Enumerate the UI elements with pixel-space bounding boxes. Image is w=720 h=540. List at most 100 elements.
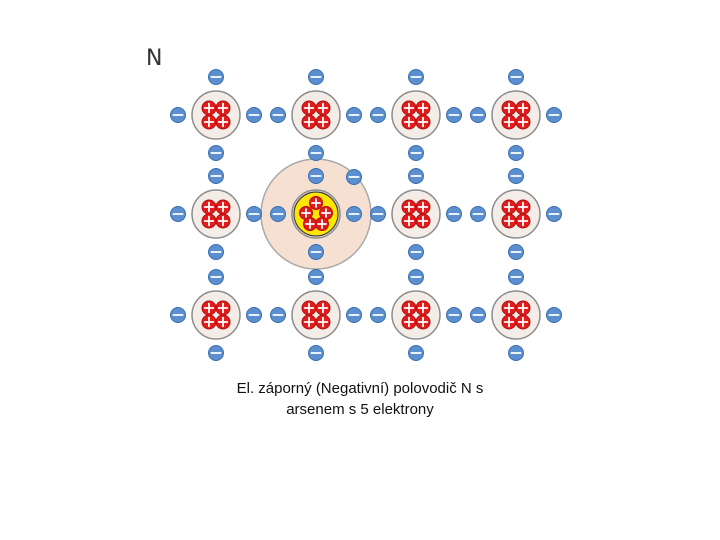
electron: [346, 107, 362, 123]
proton: [201, 300, 217, 316]
host-atom-shell: [491, 290, 541, 340]
proton: [501, 100, 517, 116]
electron: [308, 145, 324, 161]
proton: [315, 300, 331, 316]
electron: [408, 168, 424, 184]
proton: [501, 314, 517, 330]
proton: [301, 100, 317, 116]
proton: [415, 300, 431, 316]
proton: [315, 217, 329, 231]
electron: [270, 307, 286, 323]
proton: [215, 114, 231, 130]
electron: [208, 168, 224, 184]
electron: [308, 345, 324, 361]
electron: [308, 168, 324, 184]
proton: [501, 114, 517, 130]
electron: [270, 107, 286, 123]
host-atom-shell: [391, 189, 441, 239]
proton: [501, 199, 517, 215]
electron: [170, 107, 186, 123]
proton: [315, 100, 331, 116]
proton: [201, 314, 217, 330]
electron: [170, 206, 186, 222]
proton: [315, 314, 331, 330]
host-atom-shell: [291, 90, 341, 140]
electron: [408, 345, 424, 361]
electron: [246, 107, 262, 123]
proton: [215, 300, 231, 316]
electron: [408, 69, 424, 85]
electron: [470, 107, 486, 123]
diagram-caption: El. záporný (Negativní) polovodič N s ar…: [160, 378, 560, 420]
proton: [315, 114, 331, 130]
electron: [246, 206, 262, 222]
electron: [208, 345, 224, 361]
caption-line-1: El. záporný (Negativní) polovodič N s: [236, 380, 484, 397]
proton: [401, 213, 417, 229]
electron: [508, 69, 524, 85]
proton: [515, 213, 531, 229]
proton: [215, 100, 231, 116]
proton: [401, 199, 417, 215]
host-atom-shell: [491, 189, 541, 239]
proton: [215, 213, 231, 229]
electron: [208, 244, 224, 260]
proton: [415, 314, 431, 330]
proton: [515, 300, 531, 316]
proton: [309, 196, 323, 210]
electron: [470, 307, 486, 323]
electron: [170, 307, 186, 323]
electron: [508, 244, 524, 260]
electron: [408, 244, 424, 260]
electron: [208, 69, 224, 85]
proton: [515, 199, 531, 215]
proton: [301, 300, 317, 316]
electron: [370, 107, 386, 123]
proton: [415, 199, 431, 215]
semiconductor-type-label: N: [146, 46, 163, 71]
proton: [515, 314, 531, 330]
proton: [201, 100, 217, 116]
electron: [308, 244, 324, 260]
proton: [401, 100, 417, 116]
proton: [401, 300, 417, 316]
electron: [246, 307, 262, 323]
electron: [208, 269, 224, 285]
electron: [370, 307, 386, 323]
proton: [501, 213, 517, 229]
electron: [446, 307, 462, 323]
proton: [303, 217, 317, 231]
host-atom-shell: [191, 290, 241, 340]
electron: [508, 269, 524, 285]
proton: [201, 199, 217, 215]
electron: [408, 145, 424, 161]
proton: [201, 213, 217, 229]
proton: [299, 206, 313, 220]
electron: [546, 307, 562, 323]
proton: [415, 114, 431, 130]
proton: [415, 213, 431, 229]
proton: [301, 314, 317, 330]
host-atom-shell: [291, 290, 341, 340]
proton: [515, 114, 531, 130]
electron: [208, 145, 224, 161]
electron: [546, 206, 562, 222]
electron: [270, 206, 286, 222]
proton: [415, 100, 431, 116]
electron: [370, 206, 386, 222]
electron: [346, 169, 362, 185]
electron: [308, 269, 324, 285]
host-atom-shell: [191, 189, 241, 239]
proton: [501, 300, 517, 316]
electron: [346, 206, 362, 222]
proton: [515, 100, 531, 116]
electron: [446, 107, 462, 123]
electron: [508, 145, 524, 161]
proton: [215, 199, 231, 215]
proton: [401, 114, 417, 130]
electron: [546, 107, 562, 123]
caption-line-2: arsenem s 5 elektrony: [286, 401, 434, 418]
electron: [470, 206, 486, 222]
host-atom-shell: [491, 90, 541, 140]
